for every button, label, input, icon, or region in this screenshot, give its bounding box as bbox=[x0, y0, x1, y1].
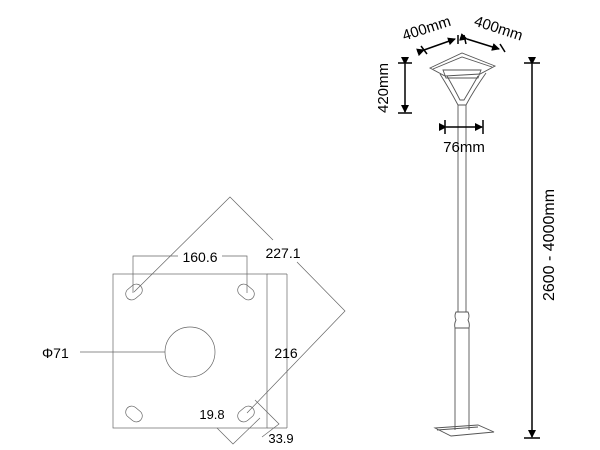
dim-slot-width: 19.8 bbox=[199, 407, 224, 422]
pole-collar bbox=[454, 311, 470, 329]
center-hole bbox=[164, 326, 216, 378]
dim-diagonal: 227.1 bbox=[265, 245, 300, 261]
dim-pole-diameter: 76mm bbox=[443, 139, 485, 156]
mounting-slots bbox=[125, 283, 255, 423]
plate-outline bbox=[112, 273, 268, 429]
dim-center-hole: Φ71 bbox=[42, 345, 69, 361]
dim-slot-length: 33.9 bbox=[268, 431, 293, 446]
lamp-post: 400mm 400mm 420mm 76mm 2600 - 4000mm bbox=[375, 13, 558, 439]
pole-upper bbox=[457, 105, 467, 312]
dim-total-height: 2600 - 4000mm bbox=[541, 189, 558, 301]
dim-head-left: 400mm bbox=[400, 13, 453, 45]
dim-hole-spacing: 160.6 bbox=[182, 249, 217, 265]
pole-base bbox=[433, 424, 495, 437]
dim-plate-height: 216 bbox=[274, 345, 298, 361]
base-plate: 160.6 227.1 216 Φ71 19.8 33.9 bbox=[42, 196, 346, 446]
dim-head-right: 400mm bbox=[472, 13, 525, 45]
pole-lower bbox=[454, 328, 470, 430]
lamp-head bbox=[428, 52, 497, 106]
dim-head-height: 420mm bbox=[375, 63, 392, 113]
